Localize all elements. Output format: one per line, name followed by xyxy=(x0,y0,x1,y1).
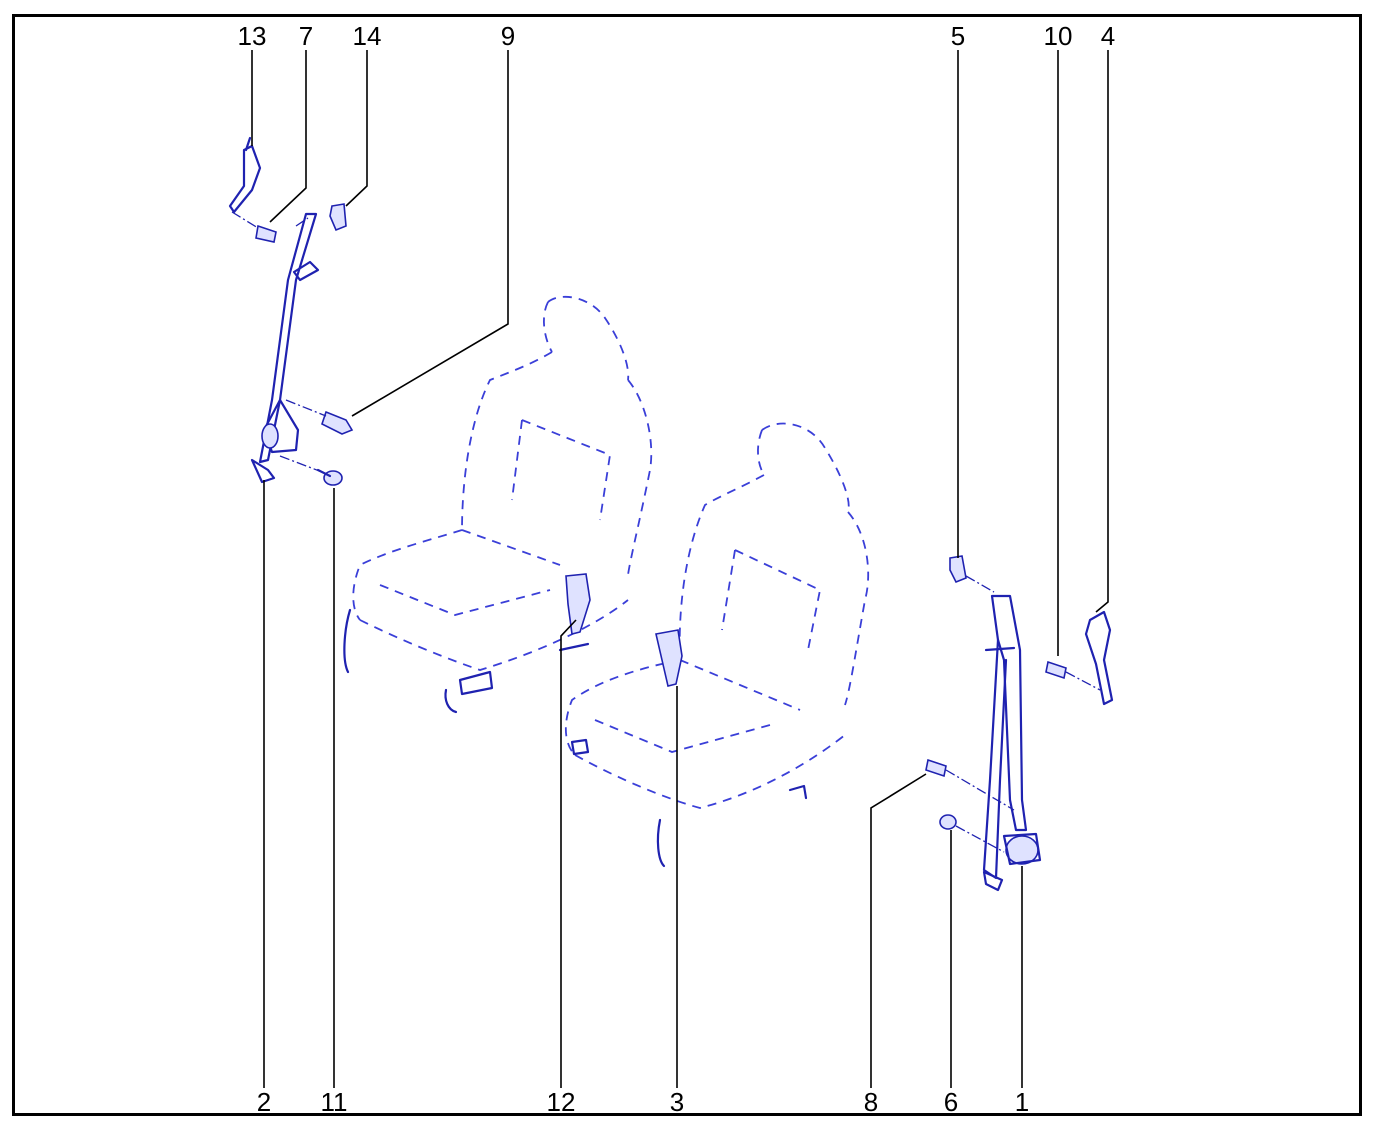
callout-1: 1 xyxy=(1015,1087,1029,1117)
callout-14: 14 xyxy=(353,21,382,51)
bolt-10 xyxy=(1045,660,1067,680)
clip-14 xyxy=(329,203,347,232)
upper-anchor-4 xyxy=(1084,610,1114,706)
right-belt-assembly xyxy=(925,555,1114,892)
bolt-7 xyxy=(255,224,277,243)
callout-8: 8 xyxy=(864,1087,878,1117)
callout-6: 6 xyxy=(944,1087,958,1117)
callout-3: 3 xyxy=(670,1087,684,1117)
right-seat-outline xyxy=(565,422,870,868)
bolt-11 xyxy=(323,470,343,486)
callout-13: 13 xyxy=(238,21,267,51)
callout-7: 7 xyxy=(299,21,313,51)
callout-11: 11 xyxy=(321,1087,348,1117)
callout-5: 5 xyxy=(951,21,965,51)
callout-labels: 13 7 14 9 5 10 4 2 11 12 3 8 6 1 xyxy=(238,21,1116,1117)
callout-2: 2 xyxy=(257,1087,271,1117)
bolt-9 xyxy=(321,410,354,435)
left-seat-outline xyxy=(343,295,653,714)
clip-5 xyxy=(949,555,967,584)
callout-12: 12 xyxy=(547,1087,576,1117)
belt-webbing-left xyxy=(258,212,318,464)
callout-9: 9 xyxy=(501,21,515,51)
upper-anchor-13 xyxy=(228,144,262,214)
bolt-8 xyxy=(925,758,947,778)
bolt-6 xyxy=(939,814,957,830)
buckle-12 xyxy=(565,573,591,635)
leader-lines xyxy=(251,50,1109,1088)
left-belt-assembly xyxy=(228,136,354,486)
buckle-3 xyxy=(655,629,683,687)
belt-webbing-right xyxy=(990,594,1028,832)
callout-10: 10 xyxy=(1044,21,1073,51)
callout-4: 4 xyxy=(1101,21,1115,51)
